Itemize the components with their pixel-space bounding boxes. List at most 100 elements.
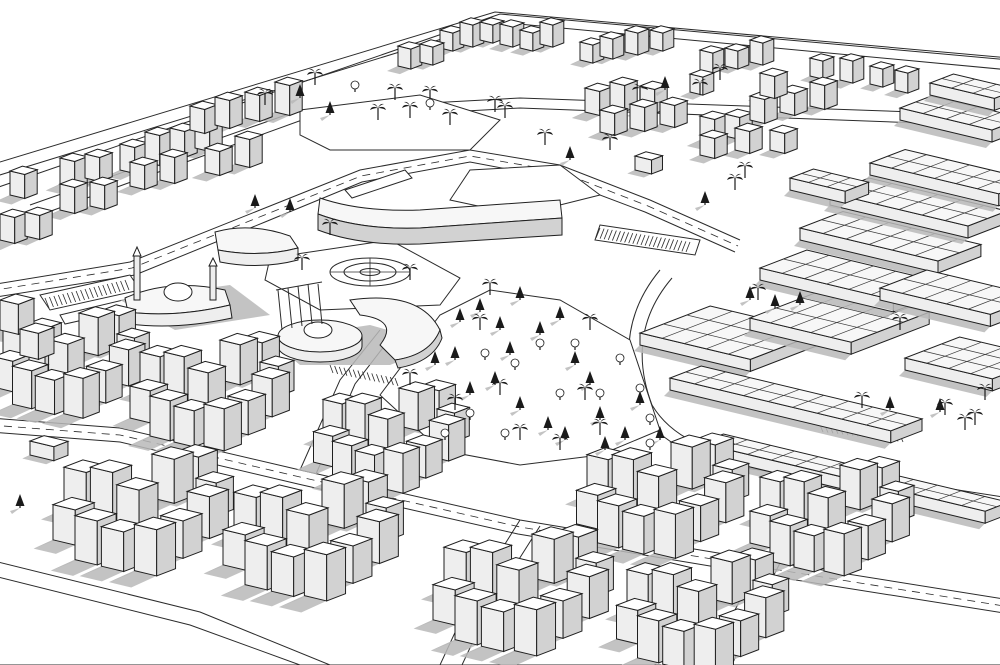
round-tree-icon (645, 438, 655, 450)
conifer-tree-icon (550, 306, 565, 326)
industrial-hall (864, 148, 1000, 212)
round-tree-icon (615, 353, 625, 365)
building-block (518, 25, 546, 52)
conifer-tree-icon (245, 194, 260, 214)
conifer-tree-icon (560, 146, 575, 166)
building-block (538, 17, 566, 48)
building-block (18, 322, 56, 361)
palm-tree-icon (937, 398, 953, 415)
building-block (202, 396, 244, 452)
round-tree-icon (480, 348, 490, 360)
palm-tree-icon (712, 63, 728, 80)
palm-tree-icon (537, 128, 553, 145)
minaret-icon (133, 255, 141, 301)
building-block (868, 61, 896, 88)
palm-tree-icon (294, 253, 310, 270)
conifer-tree-icon (425, 351, 440, 371)
round-tree-icon (350, 80, 360, 92)
building-block (158, 148, 189, 185)
palm-tree-icon (370, 103, 386, 120)
palm-tree-icon (402, 263, 418, 280)
round-tree-icon (510, 358, 520, 370)
building-block (733, 122, 764, 155)
minaret-icon (209, 265, 217, 301)
building-block (669, 434, 712, 490)
palm-tree-icon (750, 283, 766, 300)
building-block (418, 39, 446, 66)
building-block (150, 446, 195, 505)
hatch-marks (44, 227, 904, 443)
conifer-tree-icon (530, 321, 545, 341)
palm-tree-icon (582, 313, 598, 330)
building-block (658, 96, 689, 129)
industrial-hall (794, 210, 983, 279)
building-block (598, 31, 626, 60)
building-block (285, 502, 330, 554)
building-block (512, 596, 558, 657)
conifer-tree-icon (615, 426, 630, 446)
building-block (0, 208, 29, 245)
building-block (635, 463, 679, 513)
palm-tree-icon (957, 413, 973, 430)
palm-tree-icon (322, 218, 338, 235)
building-block (115, 477, 160, 529)
conifer-tree-icon (630, 391, 645, 411)
round-tree-icon (535, 338, 545, 350)
building-block (203, 142, 234, 177)
conifer-tree-icon (538, 416, 553, 436)
industrial-hall (899, 336, 1000, 397)
conifer-tree-icon (470, 298, 485, 318)
palm-tree-icon (727, 173, 743, 190)
building-block (273, 76, 304, 117)
building-block (808, 53, 836, 80)
conifer-tree-icon (595, 436, 610, 456)
palm-tree-icon (387, 83, 403, 100)
conifer-tree-icon (10, 494, 25, 514)
building-block (698, 129, 729, 160)
building-block (692, 616, 736, 665)
industrial-hall (784, 168, 871, 210)
palm-tree-icon (977, 383, 993, 400)
building-block (128, 156, 159, 191)
industrial-hall (924, 73, 1000, 117)
vegetation (10, 63, 993, 514)
conifer-tree-icon (765, 294, 780, 314)
building-block (302, 541, 348, 602)
palm-tree-icon (592, 418, 608, 435)
palm-tree-icon (487, 95, 503, 112)
conifer-tree-icon (790, 291, 805, 311)
palm-tree-icon (632, 83, 648, 100)
round-tree-icon (500, 428, 510, 440)
palm-tree-icon (854, 391, 870, 408)
conifer-tree-icon (450, 308, 465, 328)
round-tree-icon (555, 388, 565, 400)
conifer-tree-icon (655, 76, 670, 96)
mosque-complex (120, 245, 270, 330)
palm-tree-icon (257, 88, 273, 105)
geodesic-dome-icon (303, 321, 333, 339)
conifer-tree-icon (510, 286, 525, 306)
building-block (132, 516, 178, 577)
building-block (88, 176, 119, 211)
building-block (598, 104, 629, 137)
conifer-tree-icon (280, 198, 295, 218)
building-block (648, 25, 676, 52)
palm-tree-icon (602, 133, 618, 150)
conifer-tree-icon (880, 396, 895, 416)
conifer-tree-icon (510, 396, 525, 416)
round-tree-icon (635, 383, 645, 395)
round-tree-icon (570, 338, 580, 350)
round-tree-icon (465, 408, 475, 420)
building-block (58, 178, 89, 215)
building-block (213, 91, 244, 130)
building-block (822, 521, 864, 577)
building-block (258, 484, 304, 547)
conifer-tree-icon (500, 341, 515, 361)
long-curved-building (214, 197, 563, 267)
palm-tree-icon (512, 423, 528, 440)
palm-tree-icon (442, 108, 458, 125)
building-block (382, 442, 422, 495)
building-block (652, 501, 696, 560)
building-block (808, 76, 839, 111)
building-block (243, 86, 274, 123)
